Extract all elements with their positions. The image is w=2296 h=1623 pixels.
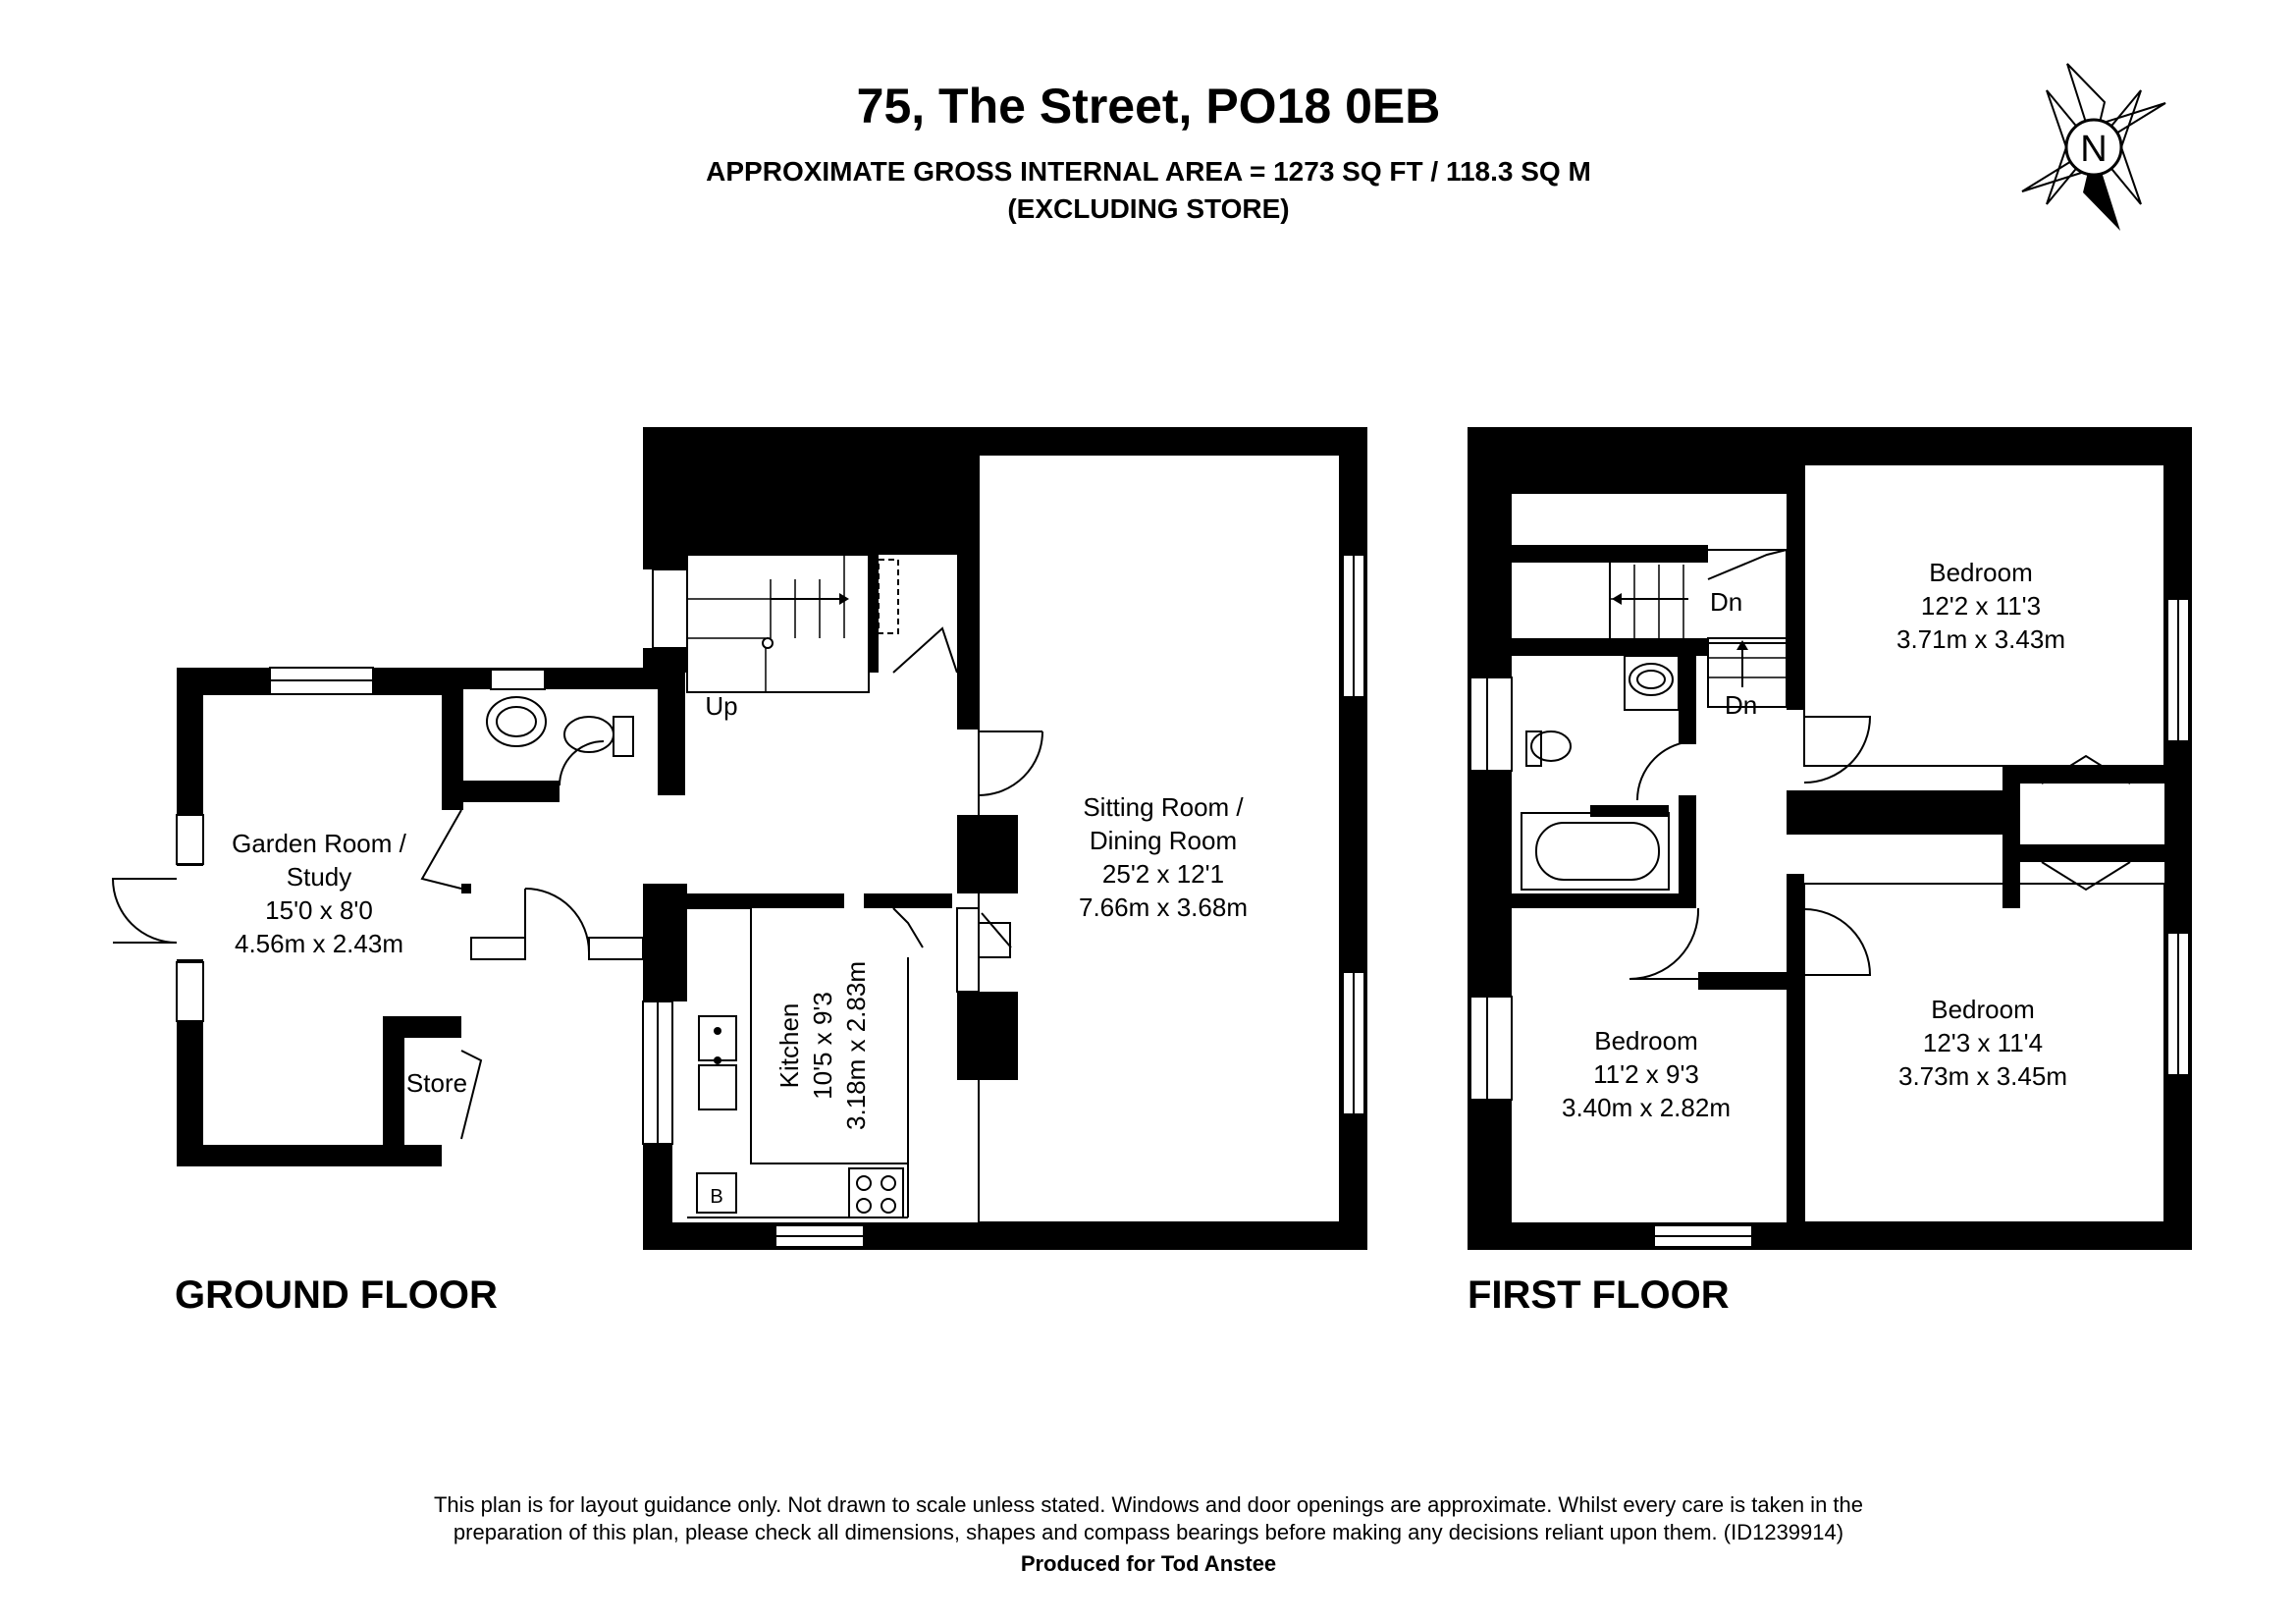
bedroom-left-imperial: 11'2 x 9'3	[1593, 1059, 1699, 1089]
garden-room-metric: 4.56m x 2.43m	[235, 929, 403, 958]
first-floor-label: FIRST FLOOR	[1468, 1273, 1730, 1317]
ground-floor-label: GROUND FLOOR	[175, 1273, 498, 1317]
area-text: APPROXIMATE GROSS INTERNAL AREA = 1273 S…	[706, 156, 1591, 187]
plan-title: 75, The Street, PO18 0EB	[857, 79, 1441, 134]
compass-label: N	[2080, 129, 2107, 170]
bedroom-left-metric: 3.40m x 2.82m	[1562, 1093, 1731, 1122]
bedroom-left-name: Bedroom	[1594, 1026, 1698, 1055]
garden-room-name-1: Garden Room /	[232, 829, 407, 858]
kitchen-imperial: 10'5 x 9'3	[808, 992, 837, 1100]
excluding-text: (EXCLUDING STORE)	[1007, 193, 1289, 224]
bedroom-right-imperial: 12'3 x 11'4	[1923, 1028, 2043, 1057]
disclaimer-line-1: This plan is for layout guidance only. N…	[434, 1492, 1863, 1517]
sitting-room-metric: 7.66m x 3.68m	[1079, 893, 1248, 922]
garden-room-imperial: 15'0 x 8'0	[265, 895, 373, 925]
ground-floor-plan: Up B	[111, 427, 1367, 1317]
sitting-room-imperial: 25'2 x 12'1	[1102, 859, 1224, 889]
bedroom-top-imperial: 12'2 x 11'3	[1921, 591, 2041, 621]
boiler-label: B	[710, 1186, 722, 1208]
first-floor-plan: Dn Dn Bedroom 12'2 x 11'3 3.71m x 3.43m …	[1468, 427, 2192, 1317]
stairs-dn-label-1: Dn	[1710, 587, 1742, 617]
store-name: Store	[406, 1068, 467, 1098]
produced-for: Produced for Tod Anstee	[1021, 1551, 1276, 1576]
stairs-up-label: Up	[705, 691, 737, 721]
kitchen-name: Kitchen	[774, 1003, 804, 1089]
disclaimer-line-2: preparation of this plan, please check a…	[454, 1520, 1843, 1544]
sitting-room-name-1: Sitting Room /	[1083, 792, 1244, 822]
compass-icon: N	[2021, 63, 2166, 231]
bedroom-top-metric: 3.71m x 3.43m	[1896, 624, 2065, 654]
kitchen-metric: 3.18m x 2.83m	[841, 961, 871, 1130]
sitting-room-name-2: Dining Room	[1090, 826, 1237, 855]
bedroom-right-metric: 3.73m x 3.45m	[1898, 1061, 2067, 1091]
garden-room-name-2: Study	[287, 862, 352, 892]
stairs-dn-label-2: Dn	[1725, 690, 1757, 720]
bedroom-right-name: Bedroom	[1931, 995, 2035, 1024]
bedroom-top-name: Bedroom	[1929, 558, 2033, 587]
